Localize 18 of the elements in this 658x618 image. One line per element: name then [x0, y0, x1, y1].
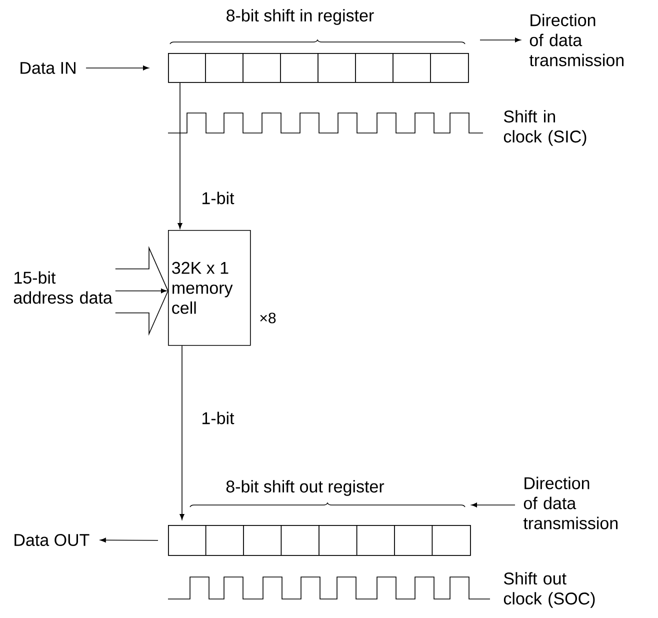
arrow: [180, 345, 184, 520]
input-label: Data IN: [20, 62, 76, 74]
arrow: [178, 82, 182, 229]
register-label: 8-bit shift in register: [226, 9, 374, 25]
annotation-label: Direction of data transmission: [529, 14, 624, 66]
multiplier-label: ×8: [260, 312, 276, 324]
annotation-label: Direction of data transmission: [523, 476, 618, 530]
register-label: 8-bit shift out register: [226, 480, 384, 496]
output-label: Data OUT: [14, 534, 90, 546]
address-label: 15-bit address data: [14, 271, 112, 304]
arrow: [86, 66, 149, 70]
edge-label: 1-bit: [202, 192, 234, 204]
annotation-label: Shift in clock (SIC): [504, 110, 586, 146]
memory-cell-box: 32K x 1 memory cell: [168, 230, 251, 346]
bus-arrow: [115, 288, 167, 294]
annotation-label: Shift out clock (SOC): [504, 572, 595, 608]
edge-label: 1-bit: [202, 412, 234, 424]
arrow: [100, 538, 158, 542]
